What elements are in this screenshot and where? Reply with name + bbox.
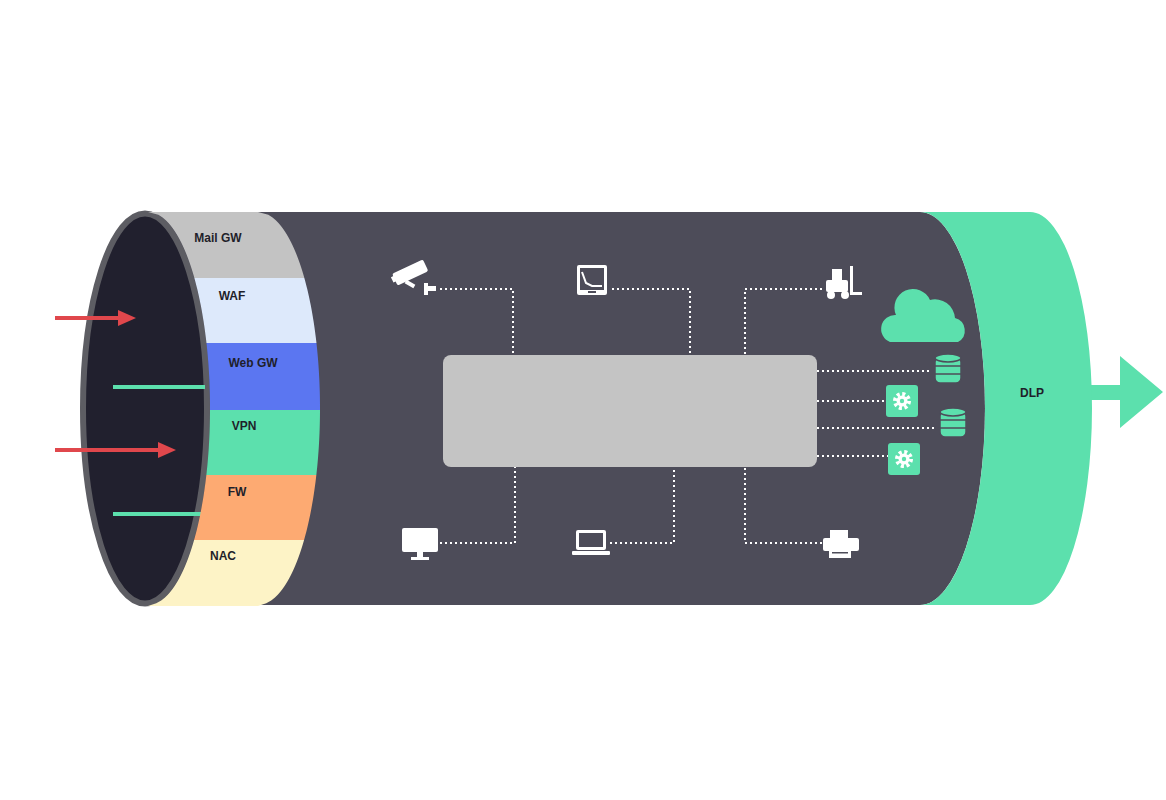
output-cap: DLP: [920, 212, 1095, 605]
band-segment: FW: [145, 475, 325, 540]
blocked-traffic-arrows: [55, 310, 176, 458]
dotted-links: [440, 289, 937, 543]
node-label: Mail GW: [194, 231, 241, 245]
band-segment: VPN: [145, 410, 325, 475]
band-segment: NAC: [145, 540, 325, 606]
shape-fill: [148, 212, 304, 278]
band-segment: Web GW: [145, 343, 325, 410]
service-icon: [888, 443, 920, 475]
service-icon: [886, 385, 918, 417]
database-icon: [935, 354, 961, 383]
node-label: DLP: [1020, 386, 1044, 400]
tube-opening: [83, 214, 207, 604]
shape-outline: [145, 278, 325, 343]
tube-body: [145, 212, 985, 605]
shape-outline: [145, 212, 325, 278]
shape-outline: [920, 212, 1095, 605]
central-hub: [443, 355, 817, 467]
database-icon: [940, 408, 966, 437]
allowed-traffic-lines: [113, 387, 205, 514]
shape-fill: [920, 212, 1092, 605]
node-label: WAF: [219, 289, 246, 303]
shape-fill: [194, 475, 316, 540]
camera-icon: [391, 259, 436, 295]
band-segment: WAF: [145, 278, 325, 343]
cloud-icon: [881, 289, 965, 342]
shape-fill: [148, 540, 304, 606]
desktop-icon: [402, 528, 438, 560]
shape-outline: [145, 475, 325, 540]
printer-icon: [823, 530, 859, 558]
node-label: Web GW: [228, 356, 277, 370]
shape-outline: [145, 343, 325, 410]
monitor-icon: [577, 265, 607, 295]
laptop-icon: [572, 530, 610, 555]
node-label: VPN: [232, 419, 257, 433]
forklift-icon: [826, 266, 862, 299]
node-label: NAC: [210, 549, 236, 563]
output-arrow: [1085, 356, 1163, 428]
node-label: FW: [228, 485, 247, 499]
band-segment: Mail GW: [145, 212, 325, 278]
shape-fill: [206, 343, 320, 410]
shape-fill: [206, 410, 320, 475]
shape-fill: [194, 278, 316, 343]
